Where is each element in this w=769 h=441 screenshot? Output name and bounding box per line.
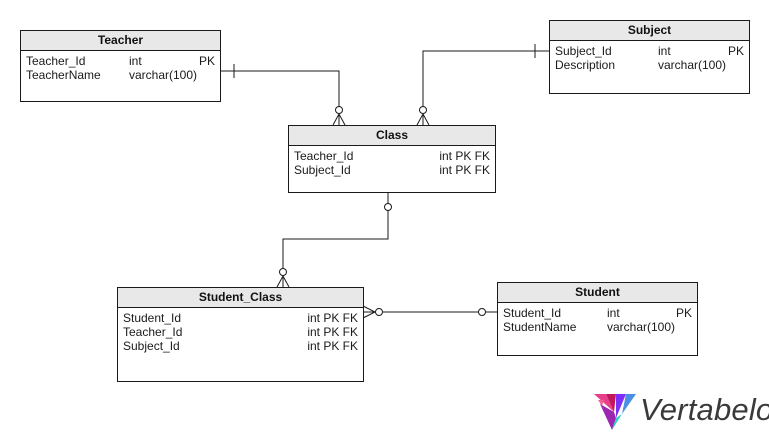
entity-title: Teacher xyxy=(21,31,220,51)
column-name: TeacherName xyxy=(26,68,101,82)
entity-title: Subject xyxy=(550,21,749,41)
column-name: Student_Id xyxy=(503,306,562,320)
relationship-class-student-class[interactable] xyxy=(276,193,392,288)
entity-title: Student xyxy=(498,283,697,303)
optional-circle-marker xyxy=(384,203,392,211)
column-row: TeacherName varchar(100) xyxy=(26,68,215,82)
column-row: Teacher_Id int PK FK xyxy=(123,325,358,339)
column-row: Subject_Id int PK FK xyxy=(123,339,358,353)
column-type: int xyxy=(129,54,142,68)
optional-circle-marker xyxy=(478,308,486,316)
relationship-subject-class[interactable] xyxy=(416,44,549,126)
column-type: varchar(100) xyxy=(658,58,727,72)
entity-title: Class xyxy=(289,126,495,146)
column-keys: int PK FK xyxy=(439,149,490,163)
column-row: Student_Id int PK xyxy=(503,306,692,320)
entity-student-class[interactable]: Student_Class Student_Id int PK FK Teach… xyxy=(117,287,364,382)
entity-subject[interactable]: Subject Subject_Id int PK Description va… xyxy=(549,20,750,94)
entity-title: Student_Class xyxy=(118,288,363,308)
column-row: Description varchar(100) xyxy=(555,58,744,72)
entity-student[interactable]: Student Student_Id int PK StudentName va… xyxy=(497,282,698,356)
relationship-student-student-class[interactable] xyxy=(362,305,498,319)
column-keys: PK xyxy=(727,44,744,58)
vertabelo-logo: Vertabelo xyxy=(592,390,769,435)
vertabelo-logo-icon xyxy=(594,394,636,430)
column-name: Description xyxy=(555,58,616,72)
column-type: int xyxy=(658,44,671,58)
relationship-teacher-class[interactable] xyxy=(221,64,346,126)
column-row: Student_Id int PK FK xyxy=(123,311,358,325)
crows-foot-marker xyxy=(362,305,377,319)
entity-teacher[interactable]: Teacher Teacher_Id int PK TeacherName va… xyxy=(20,30,221,102)
column-name: Teacher_Id xyxy=(294,149,354,163)
column-name: Teacher_Id xyxy=(123,325,183,339)
column-keys: int PK FK xyxy=(307,325,358,339)
column-name: Subject_Id xyxy=(555,44,612,58)
column-name: Teacher_Id xyxy=(26,54,86,68)
optional-circle-marker xyxy=(335,106,343,114)
column-keys: int PK FK xyxy=(439,163,490,177)
logo-text: Vertabelo xyxy=(640,392,769,427)
optional-circle-marker xyxy=(375,308,383,316)
optional-circle-marker xyxy=(419,106,427,114)
column-name: Subject_Id xyxy=(123,339,180,353)
column-row: Subject_Id int PK xyxy=(555,44,744,58)
column-row: Teacher_Id int PK xyxy=(26,54,215,68)
column-name: Subject_Id xyxy=(294,163,351,177)
column-keys: int PK FK xyxy=(307,311,358,325)
entity-class[interactable]: Class Teacher_Id int PK FK Subject_Id in… xyxy=(288,125,496,193)
column-name: StudentName xyxy=(503,320,577,334)
column-type: varchar(100) xyxy=(129,68,198,82)
column-keys: PK xyxy=(198,54,215,68)
column-keys: PK xyxy=(675,306,692,320)
column-row: Subject_Id int PK FK xyxy=(294,163,490,177)
column-type: varchar(100) xyxy=(607,320,676,334)
column-row: StudentName varchar(100) xyxy=(503,320,692,334)
column-keys: int PK FK xyxy=(307,339,358,353)
column-row: Teacher_Id int PK FK xyxy=(294,149,490,163)
column-name: Student_Id xyxy=(123,311,182,325)
column-type: int xyxy=(607,306,620,320)
optional-circle-marker xyxy=(279,268,287,276)
